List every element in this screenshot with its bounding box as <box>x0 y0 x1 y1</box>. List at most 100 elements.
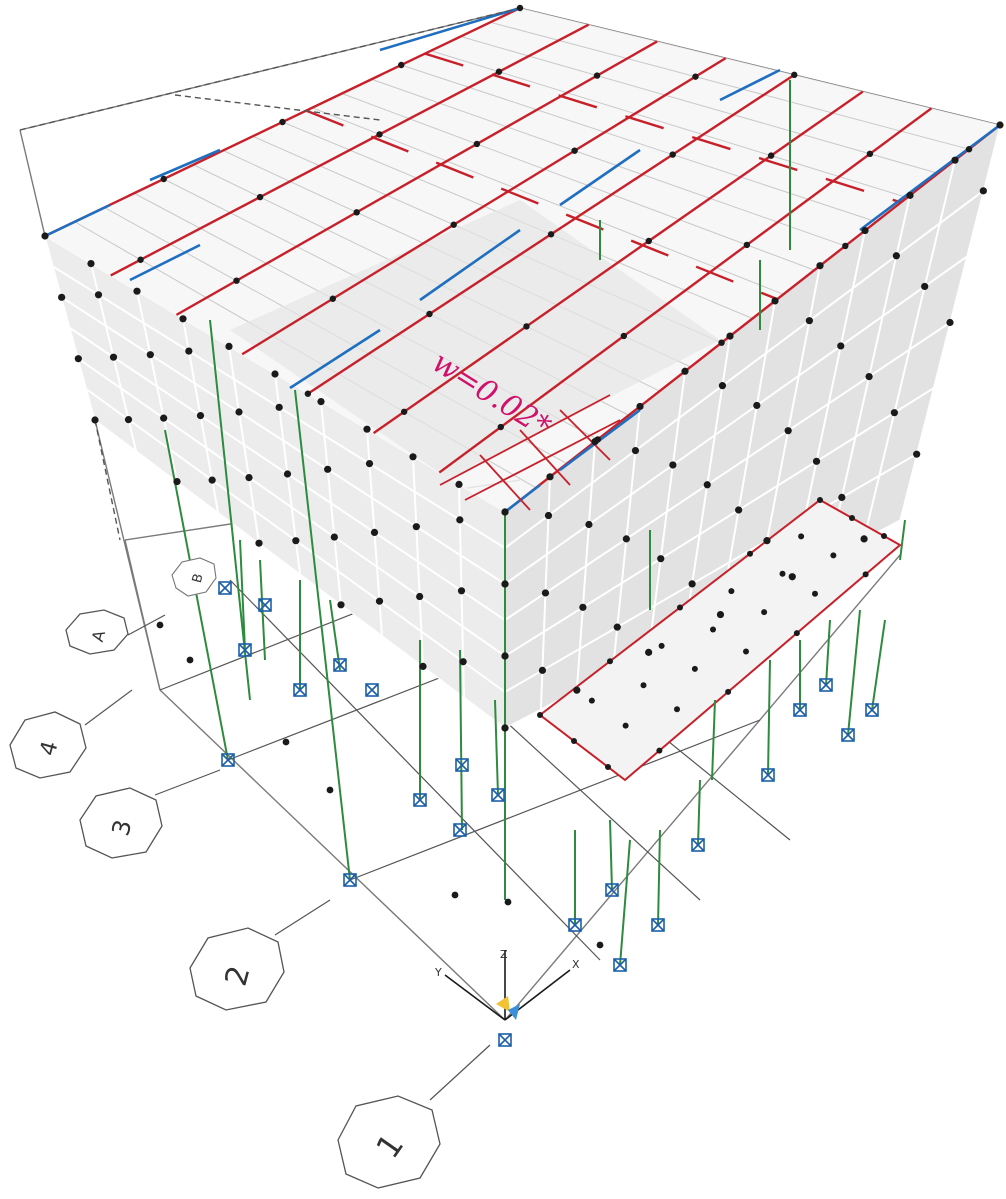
node-icon <box>747 550 753 557</box>
node-icon <box>501 724 509 732</box>
node-icon <box>416 592 424 601</box>
node-icon <box>669 151 676 158</box>
node-icon <box>74 355 82 363</box>
node-icon <box>631 446 640 455</box>
node-icon <box>330 533 338 541</box>
node-icon <box>921 282 929 291</box>
nodes[interactable] <box>41 4 1004 949</box>
node-icon <box>620 332 628 340</box>
node-icon <box>573 686 581 694</box>
node-icon <box>718 339 725 346</box>
column <box>619 839 631 966</box>
node-icon <box>419 662 427 671</box>
column <box>209 319 251 701</box>
gridline-bubble-4[interactable]: 4 <box>9 711 87 779</box>
node-icon <box>805 317 813 325</box>
supports[interactable] <box>218 581 879 1047</box>
column <box>164 429 229 761</box>
support-icon <box>761 768 775 782</box>
node-icon <box>398 61 405 69</box>
gridline-bubble-label: 3 <box>107 817 138 839</box>
node-icon <box>501 652 509 660</box>
node-icon <box>605 764 611 770</box>
node-icon <box>681 367 689 375</box>
node-icon <box>892 252 900 260</box>
gridline-bubble-icon <box>337 1095 441 1189</box>
roof-interior-shade <box>230 200 720 480</box>
node-icon <box>146 351 154 359</box>
node-icon <box>363 425 371 433</box>
roof-mesh-line <box>312 107 784 295</box>
axis-triad-icon <box>444 950 571 1021</box>
column <box>899 519 906 561</box>
roof-mesh-line <box>341 93 815 271</box>
roof-beam <box>241 57 727 356</box>
node-icon <box>838 493 846 502</box>
node-icon <box>547 231 555 238</box>
roof-edge-beams[interactable] <box>44 6 1001 514</box>
roof-beam <box>438 107 933 474</box>
node-icon <box>946 318 954 327</box>
node-icon <box>196 412 205 420</box>
node-icon <box>688 580 696 588</box>
node-icon <box>636 402 644 411</box>
support-icon <box>651 918 665 932</box>
node-icon <box>317 398 325 406</box>
node-icon <box>677 604 683 611</box>
node-icon <box>657 555 665 563</box>
node-icon <box>400 408 408 415</box>
node-icon <box>735 506 743 514</box>
wall-mesh-line <box>504 255 968 585</box>
node-icon <box>913 450 921 458</box>
node-icon <box>412 523 420 531</box>
node-icon <box>816 262 824 270</box>
node-icon <box>235 408 243 416</box>
node-icon <box>456 516 464 524</box>
node-icon <box>812 457 821 465</box>
roof-beams[interactable] <box>44 6 1001 513</box>
base-slab[interactable] <box>538 498 902 782</box>
node-icon <box>743 241 751 249</box>
gridline-leaders <box>84 614 491 1101</box>
column <box>259 559 266 661</box>
node-icon <box>324 465 332 473</box>
node-icon <box>541 589 550 597</box>
node-icon <box>862 571 869 578</box>
column <box>459 649 463 831</box>
node-icon <box>255 539 263 547</box>
node-icon <box>208 476 216 484</box>
node-icon <box>409 453 417 461</box>
node-icon <box>455 480 463 488</box>
support-icon <box>819 678 833 692</box>
support-icon <box>568 918 582 932</box>
roof-beam <box>305 109 778 301</box>
node-icon <box>613 623 621 631</box>
node-icon <box>283 470 292 478</box>
column <box>847 609 861 736</box>
node-icon <box>137 256 144 263</box>
node-icon <box>771 297 779 305</box>
gridline-bubble-3[interactable]: 3 <box>79 787 163 859</box>
node-icon <box>656 747 663 754</box>
gridline-bubble-B[interactable]: B <box>171 557 217 597</box>
gridline-bubble-1[interactable]: 1 <box>337 1095 441 1189</box>
support-icon <box>333 658 347 672</box>
support-icon <box>218 581 232 595</box>
node-icon <box>718 382 727 390</box>
column <box>711 699 716 781</box>
columns[interactable] <box>164 80 906 966</box>
node-icon <box>669 461 677 469</box>
node-icon <box>94 291 103 299</box>
support-icon <box>455 758 469 772</box>
node-icon <box>703 481 711 489</box>
gridline-bubble-2[interactable]: 2 <box>189 927 285 1011</box>
gridline-bubble-A-upper[interactable]: A <box>65 609 129 655</box>
node-icon <box>881 533 887 539</box>
node-icon <box>450 221 457 228</box>
node-icon <box>979 187 987 195</box>
node-icon <box>375 597 384 605</box>
support-icon <box>221 753 235 767</box>
node-icon <box>41 232 49 240</box>
column <box>871 619 886 711</box>
